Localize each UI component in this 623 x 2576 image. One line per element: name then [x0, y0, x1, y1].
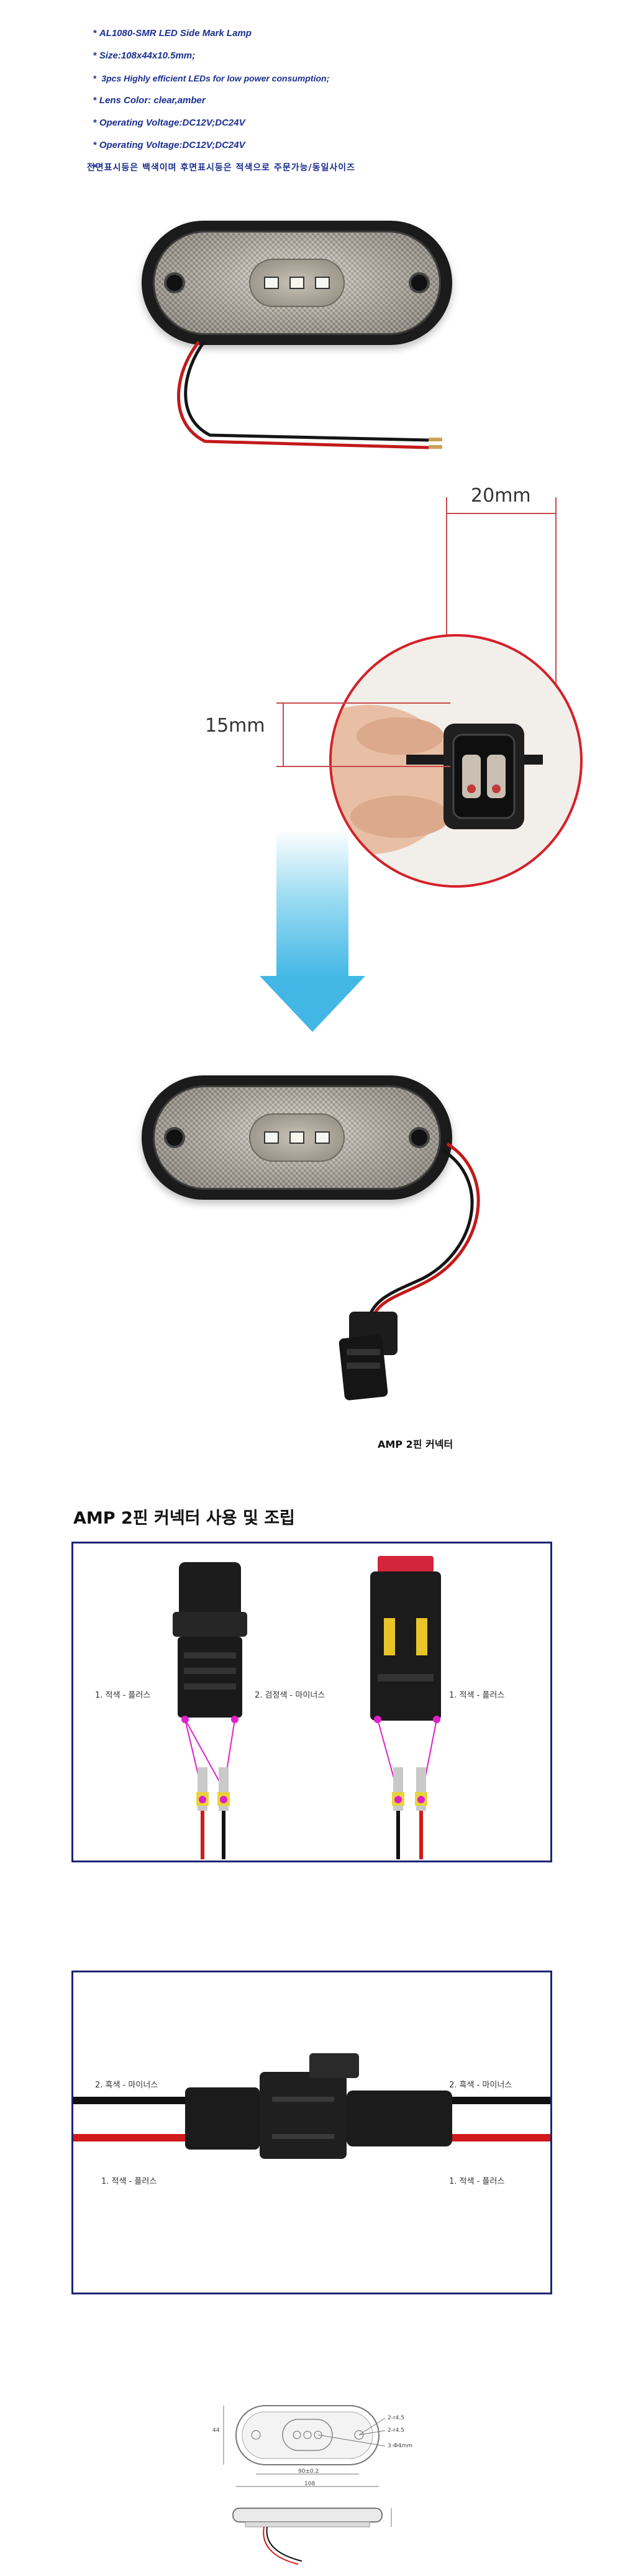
- mounting-hole-icon: [409, 1127, 430, 1148]
- down-arrow-icon: [276, 830, 348, 979]
- led-pod: [249, 259, 345, 307]
- led-icon: [315, 1131, 330, 1144]
- panel2-label-top-right: 2. 흑색 - 마이너스: [449, 2081, 512, 2090]
- panel1-label-right: 1. 적색 - 플러스: [449, 1691, 505, 1700]
- spec-line-size: *Size:108x44x10.5mm;: [93, 50, 196, 61]
- width-dim-tick-right: [555, 497, 557, 721]
- connector-caption: AMP 2핀 커넥터: [378, 1438, 453, 1450]
- mated-connector-illustration: [185, 2053, 452, 2159]
- height-dim-line: [283, 702, 284, 767]
- led-icon: [264, 277, 279, 289]
- drawing-height-dim: 44: [212, 2427, 220, 2434]
- male-connector-illustration: [173, 1556, 441, 1859]
- mounting-hole-icon: [164, 272, 185, 293]
- mounting-hole-icon: [409, 272, 430, 293]
- led-icon: [315, 277, 330, 289]
- drawing-note-1: 2-r4.5: [388, 2415, 404, 2421]
- drawing-width-dim: 90±0.2: [298, 2468, 319, 2475]
- panel2-label-bottom-left: 1. 적색 - 플러스: [101, 2177, 157, 2186]
- lamp-1-wires: [177, 339, 442, 449]
- drawing-note-2: 2-r4.5: [388, 2427, 404, 2434]
- width-dim-line: [446, 513, 557, 514]
- height-dim-tick-bottom: [276, 766, 450, 767]
- drawing-note-3: 3-Ф4mm: [388, 2443, 412, 2449]
- hand-with-connector: [332, 705, 543, 854]
- width-dimension-label: 20mm: [471, 485, 531, 507]
- lamp-photo-2: [142, 1075, 452, 1200]
- spec-line-voltage: *Operating Voltage:DC12V;DC24V: [93, 117, 245, 128]
- led-icon: [289, 277, 304, 289]
- lamp-photo-1: [142, 221, 452, 345]
- spec-line-leds: * 3pcs Highly efficient LEDs for low pow…: [93, 73, 330, 83]
- panel2-label-bottom-right: 1. 적색 - 플러스: [449, 2177, 505, 2186]
- technical-drawing: [223, 2405, 392, 2565]
- lamp-2-cable-and-connector: [339, 1142, 480, 1401]
- led-icon: [264, 1131, 279, 1144]
- down-arrow-head-icon: [260, 976, 365, 1032]
- led-pod: [249, 1113, 345, 1162]
- height-dim-tick-top: [276, 702, 450, 704]
- height-dimension-label: 15mm: [205, 715, 265, 737]
- connector-closeup-photo: [329, 634, 583, 888]
- assembly-section-title: AMP 2핀 커넥터 사용 및 조립: [73, 1509, 295, 1528]
- spec-line-lens: *Lens Color: clear,amber: [93, 95, 206, 106]
- led-icon: [289, 1131, 304, 1144]
- spec-list: *AL1080-SMR LED Side Mark Lamp *Size:108…: [86, 22, 565, 179]
- panel1-label-left: 1. 적색 - 플러스: [95, 1691, 151, 1700]
- spec-line-model: *AL1080-SMR LED Side Mark Lamp: [93, 28, 252, 39]
- width-dim-tick-left: [446, 497, 447, 721]
- assembly-panel-2: 2. 흑색 - 마이너스 2. 흑색 - 마이너스 1. 적색 - 플러스 1.…: [71, 1971, 552, 2294]
- assembly-panel-1: 1. 적색 - 플러스 2. 검정색 - 마이너스 1. 적색 - 플러스: [71, 1542, 552, 1862]
- spec-line-voltage-2: *Operating Voltage:DC12V;DC24V: [93, 140, 245, 150]
- panel2-label-top-left: 2. 흑색 - 마이너스: [95, 2081, 158, 2090]
- drawing-total-dim: 108: [304, 2481, 316, 2487]
- mounting-hole-icon: [164, 1127, 185, 1148]
- panel1-label-mid: 2. 검정색 - 마이너스: [255, 1691, 325, 1700]
- spec-korean-note: *전면표시등은 백색이며 후면표시등은 적색으로 주문가능/동일사이즈: [86, 162, 355, 173]
